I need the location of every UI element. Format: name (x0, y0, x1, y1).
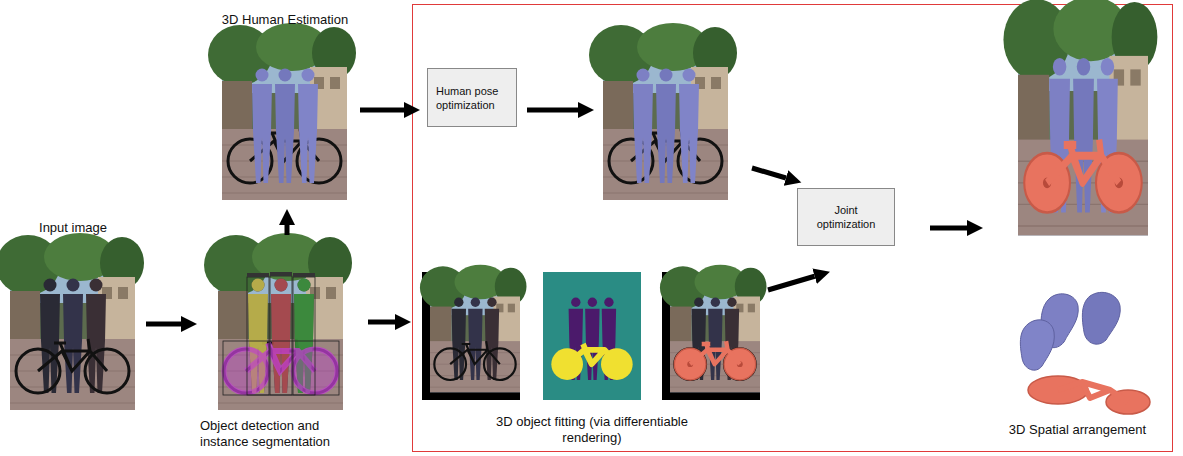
caption-text: 3D object fitting (via differentiable re… (492, 414, 692, 446)
optimized-human-photo (589, 23, 737, 200)
flow-arrow (368, 320, 395, 325)
caption: 3D object fitting (via differentiable re… (418, 414, 766, 446)
caption-text: 3D Spatial arrangement (990, 422, 1165, 438)
caption-text: Input image (8, 220, 138, 236)
flow-arrow (527, 108, 578, 113)
render-overlay (660, 265, 767, 400)
flow-arrow (930, 226, 967, 231)
caption: 3D Spatial arrangement (990, 422, 1165, 438)
flow-arrow (285, 225, 290, 235)
image-panel: Input image (8, 220, 138, 412)
input-photo (0, 233, 144, 410)
caption: Input image (8, 220, 138, 236)
flow-arrow (752, 168, 786, 178)
segmentation-photo (204, 233, 352, 410)
caption-text: Object detection and instance segmentati… (200, 418, 365, 450)
box-label: Joint optimization (811, 203, 881, 231)
human-mesh-photo (208, 23, 356, 200)
caption: 3D Human Estimation (214, 12, 356, 28)
process-box: Human pose optimization (427, 68, 517, 127)
flow-arrow (146, 322, 181, 327)
cropped-photo (420, 265, 527, 400)
image-group: 3D object fitting (via differentiable re… (418, 268, 766, 452)
image-panel: 3D Spatial arrangement (990, 4, 1165, 452)
flow-arrow (768, 276, 815, 290)
result-photo (1003, 0, 1157, 235)
image-panel: 3D Human Estimation (214, 12, 356, 204)
flow-arrow (360, 108, 404, 113)
mask-image (543, 272, 641, 400)
image-panel: Object detection and instance segmentati… (200, 240, 365, 454)
caption: Object detection and instance segmentati… (200, 418, 365, 450)
caption-text: 3D Human Estimation (214, 12, 356, 28)
process-box: Joint optimization (797, 188, 895, 246)
box-label: Human pose optimization (436, 84, 508, 112)
3d-arrangement (1020, 292, 1150, 414)
